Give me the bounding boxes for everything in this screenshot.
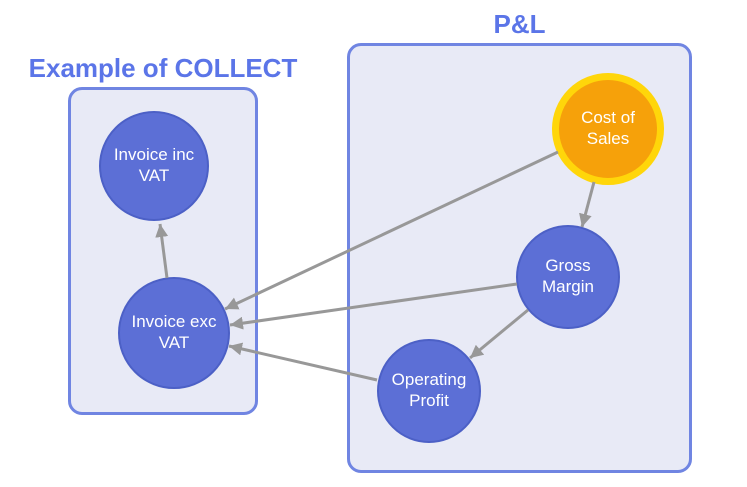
node-label: Sales [586,129,630,148]
node-label: Cost of [581,108,635,128]
node-label: Margin [542,277,594,296]
pl-group-title: P&L [493,9,546,39]
collect-group-title: Example of COLLECT [28,53,298,83]
node-invoice-exc-vat[interactable]: Invoice exc VAT [118,277,230,389]
node-label: Operating [391,370,467,390]
node-label: Invoice inc [113,145,195,165]
node-label: Gross [545,256,591,276]
node-label: Profit [409,391,449,410]
node-label: Invoice exc [131,312,217,332]
node-operating-profit[interactable]: Operating Profit [377,339,481,443]
node-cost-of-sales[interactable]: Cost of Sales [552,73,664,185]
node-label: VAT [158,333,190,352]
node-label: VAT [138,166,170,185]
node-gross-margin[interactable]: Gross Margin [516,225,620,329]
node-invoice-inc-vat[interactable]: Invoice inc VAT [99,111,209,221]
